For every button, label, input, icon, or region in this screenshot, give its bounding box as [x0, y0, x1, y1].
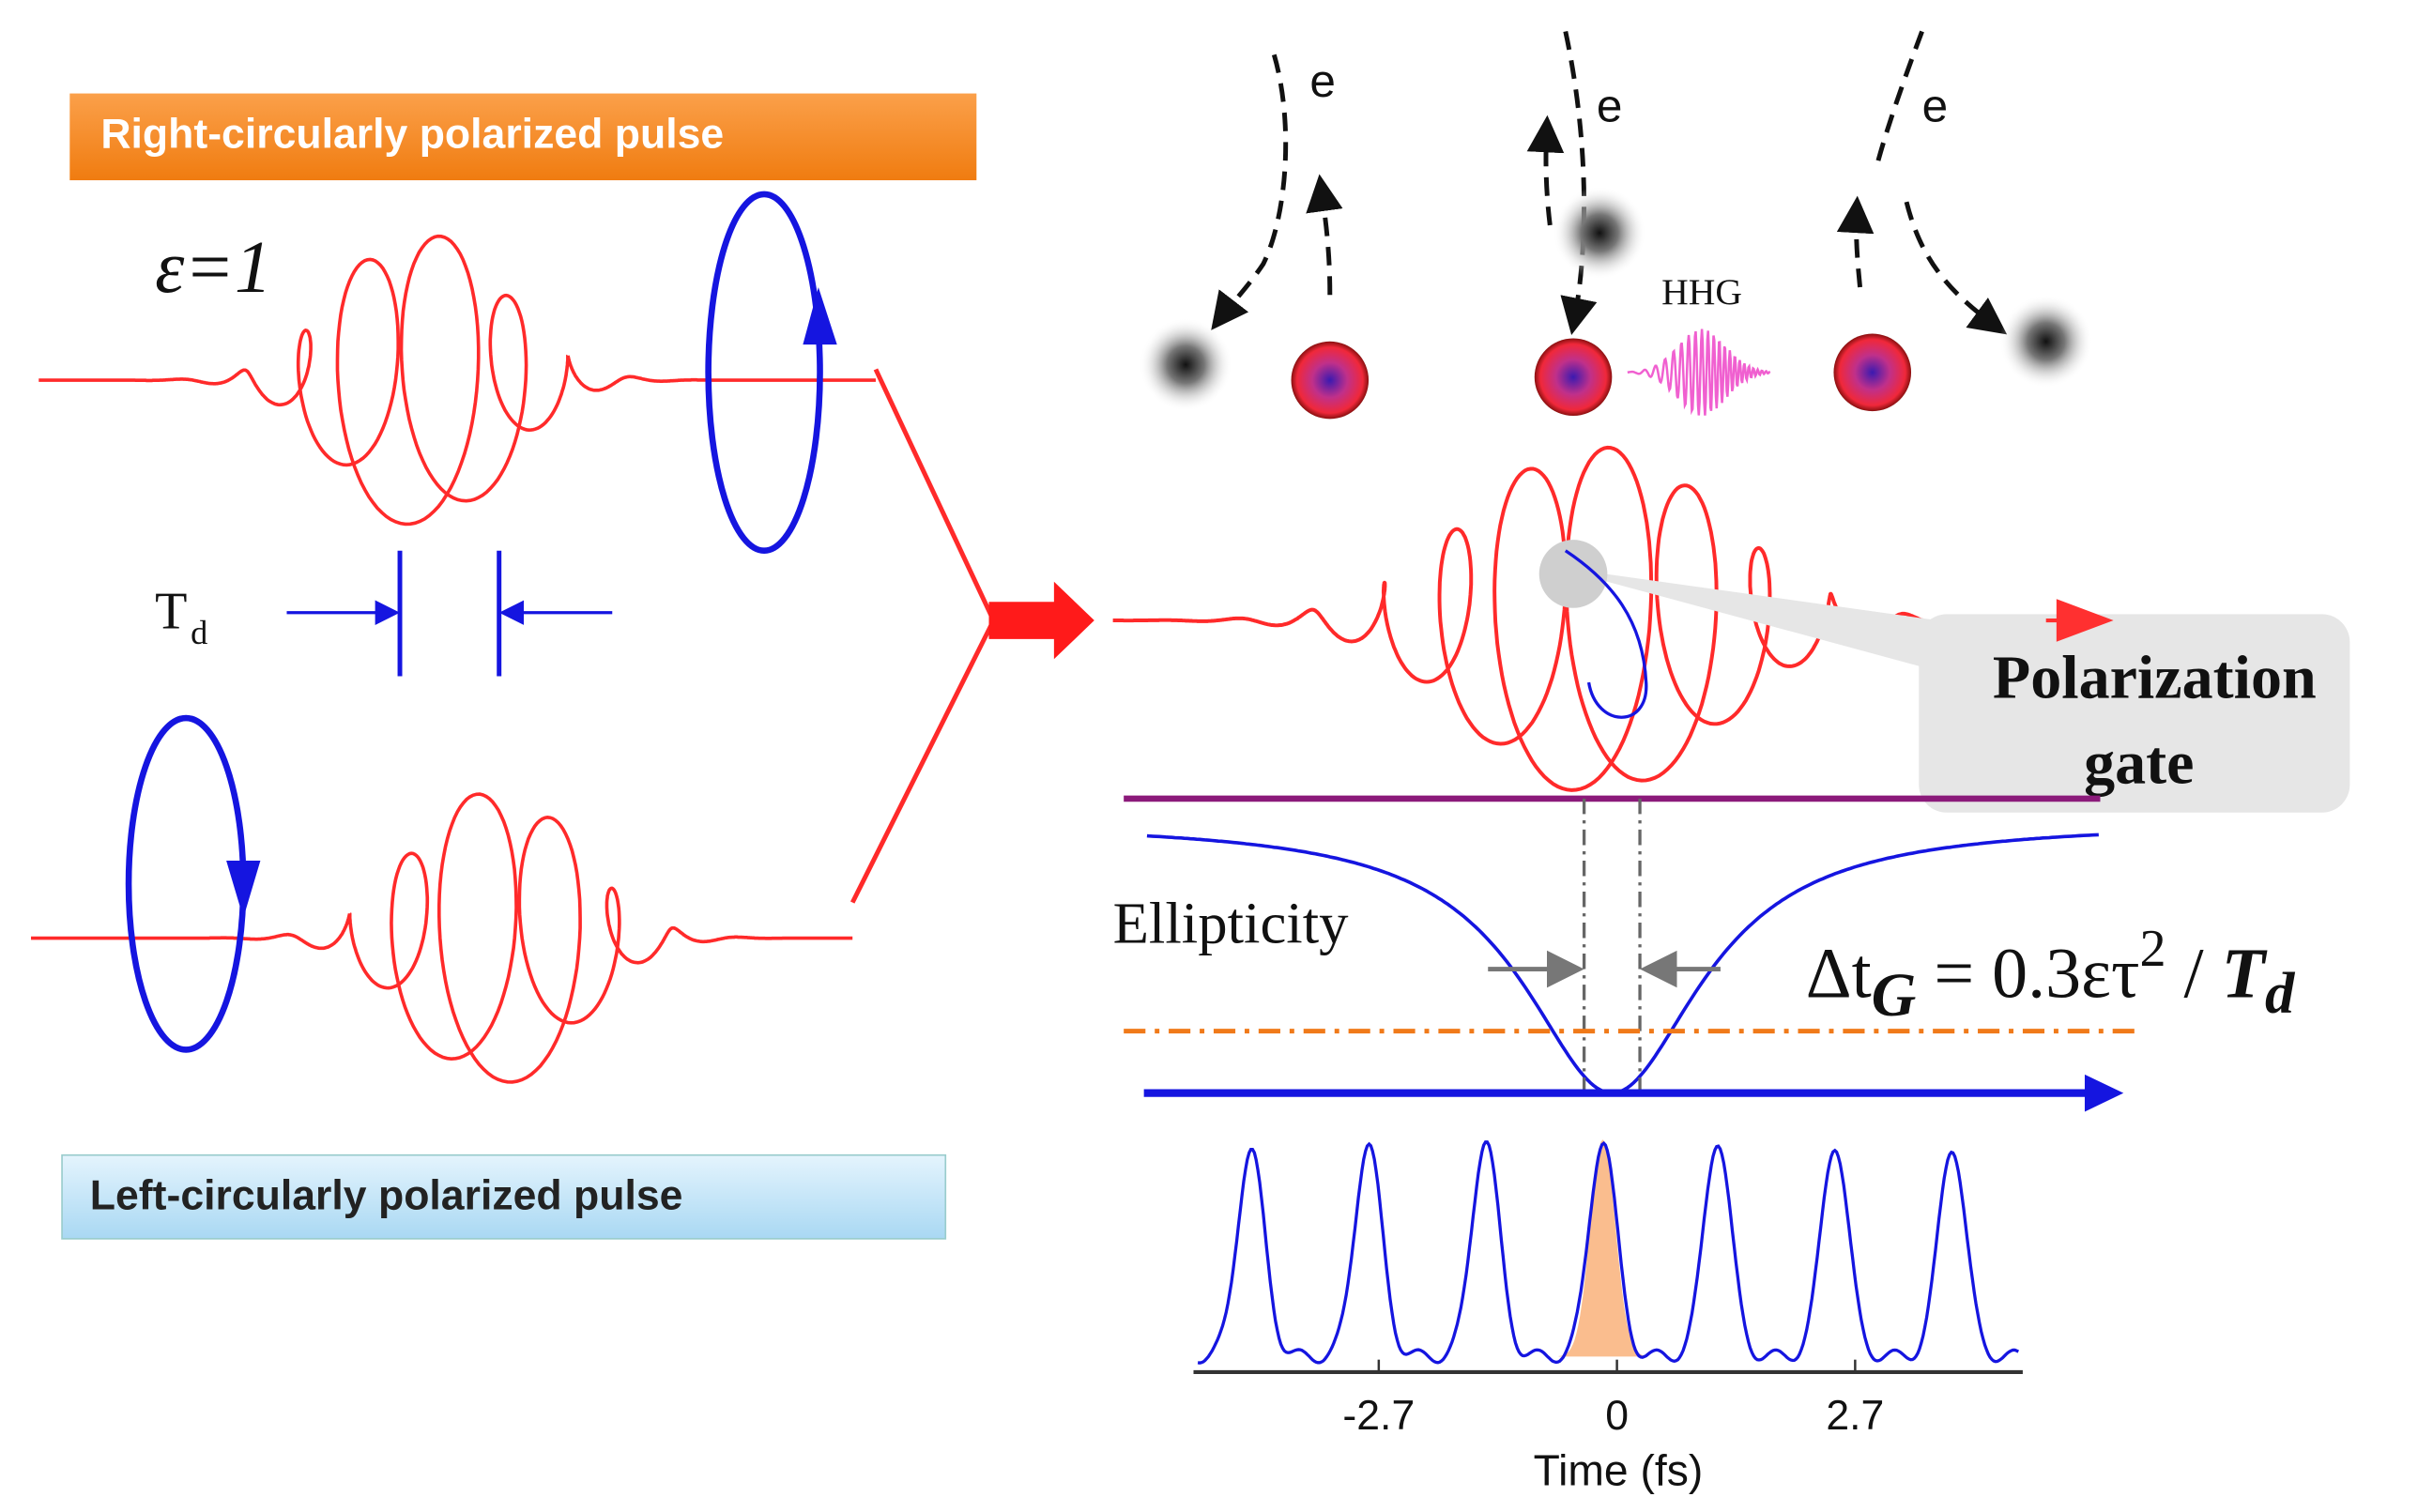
formula-slash: /: [2166, 934, 2222, 1013]
ionized-electron-2: [1553, 186, 1646, 280]
right-circular-banner: Right-circularly polarized pulse: [69, 93, 977, 181]
left-pulse-label: Left-circularly polarized pulse: [90, 1173, 683, 1219]
atom-1: [1291, 341, 1370, 420]
left-circular-pulse: [31, 792, 853, 1084]
formula-sub-g: G: [1872, 961, 1917, 1030]
gated-polarization-loop: [1564, 549, 1648, 719]
x-tick-label: 2.7: [1826, 1393, 1884, 1439]
time-axis-arrowhead: [2084, 1074, 2124, 1112]
attosecond-pulse-train-chart: -2.7 0 2.7 Time (fs): [1193, 1139, 2023, 1494]
electron-label-1: e: [1309, 55, 1336, 107]
right-circular-pulse: [38, 234, 876, 527]
ionized-electron-1: [1139, 318, 1232, 412]
td-label: T: [155, 582, 187, 640]
pulse-arrowhead: [2045, 599, 2114, 642]
left-rotation-icon: [125, 714, 261, 1053]
ellipticity-label: Ellipticity: [1113, 890, 1350, 955]
isolated-pulse-highlight: [1558, 1139, 1647, 1357]
hhg-burst-icon: [1627, 328, 1771, 416]
formula-delta-t: Δt: [1806, 934, 1872, 1013]
epsilon-label: ε=1: [155, 226, 271, 309]
gate-width-formula: ΔtG = 0.3ετ2 / Td: [1806, 920, 2296, 1030]
atom-3: [1833, 333, 1912, 412]
hhg-label: HHG: [1661, 271, 1742, 313]
polarization-gate-callout: Polarization gate: [1538, 540, 2350, 813]
x-axis-label: Time (fs): [1534, 1445, 1704, 1494]
right-pulse-label: Right-circularly polarized pulse: [100, 111, 724, 157]
pulse-train-series: [1197, 1140, 2020, 1365]
formula-sub-d: d: [2265, 960, 2296, 1026]
x-tick-label: 0: [1605, 1393, 1629, 1439]
left-circular-banner: Left-circularly polarized pulse: [61, 1153, 947, 1240]
formula-body: = 0.3ετ: [1916, 934, 2139, 1013]
formula-t: T: [2222, 934, 2268, 1013]
td-subscript: d: [191, 614, 207, 651]
atom-2: [1534, 338, 1613, 417]
gate-label-line1: Polarization: [1993, 644, 2317, 712]
ionized-electron-3: [1999, 295, 2093, 389]
right-rotation-icon: [705, 191, 837, 555]
electron-label-2: e: [1597, 80, 1623, 131]
formula-sup: 2: [2140, 920, 2166, 978]
gate-label-line2: gate: [2084, 728, 2194, 797]
time-delay-marker: T d: [155, 550, 613, 677]
electron-label-3: e: [1922, 80, 1949, 131]
x-tick-label: -2.7: [1342, 1393, 1415, 1439]
combine-arrow: [849, 368, 1094, 904]
